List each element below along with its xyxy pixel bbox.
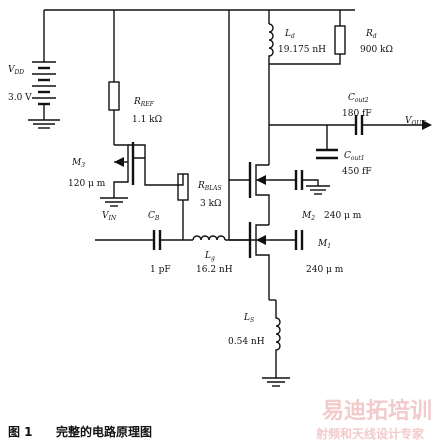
cb-capacitor xyxy=(152,230,162,250)
rd-label: Rd xyxy=(365,29,377,40)
ls-value: 0.54 nH xyxy=(228,337,265,347)
ls-label: LS xyxy=(243,313,254,324)
ld-value: 19.175 nH xyxy=(278,45,326,55)
vdd-battery-symbol xyxy=(32,61,56,120)
vdd-value: 3.0 V xyxy=(8,93,32,103)
cout1-value: 450 fF xyxy=(342,167,372,177)
m3-width: 120 μ m xyxy=(68,179,106,189)
m1-transistor xyxy=(229,222,270,300)
rbias-value: 3 kΩ xyxy=(200,199,222,209)
m2-transistor xyxy=(228,162,270,240)
cout2-label: Cout2 xyxy=(348,93,369,104)
rref-resistor xyxy=(108,81,120,111)
lg-inductor xyxy=(192,235,226,241)
ls-ground-symbol xyxy=(262,377,290,387)
cb-label: CB xyxy=(148,211,160,222)
figure-number: 图 1 xyxy=(8,425,33,439)
cb-value: 1 pF xyxy=(150,265,171,275)
m1-label: M1 xyxy=(317,239,331,250)
lg-label: Lg xyxy=(204,251,215,262)
m2-label: M2 xyxy=(301,211,315,222)
ld-label: Ld xyxy=(284,29,295,40)
rbias-label: RBLAS xyxy=(197,181,222,192)
m3-transistor xyxy=(113,142,184,198)
vdd-label: VDD xyxy=(8,65,24,76)
watermark-tagline: 射频和天线设计专家 xyxy=(315,426,425,441)
vout-arrow-icon xyxy=(422,120,432,130)
m1-width: 240 μ m xyxy=(306,265,344,275)
m3-label: M3 xyxy=(71,158,85,169)
watermark-brand: 易迪拓培训 xyxy=(322,398,432,424)
lg-value: 16.2 nH xyxy=(196,265,233,275)
ls-inductor xyxy=(275,300,281,378)
vdd-ground-symbol xyxy=(28,119,60,129)
cout1-label: Cout1 xyxy=(344,151,365,162)
vin-label: VIN xyxy=(102,211,117,222)
ld-inductor xyxy=(268,23,274,64)
vout-label: VOUT xyxy=(405,116,426,127)
vdd-top-rail xyxy=(43,9,355,180)
m3-ground-symbol xyxy=(100,197,128,207)
cout2-value: 180 fF xyxy=(342,109,372,119)
figure-caption: 完整的电路原理图 xyxy=(56,424,152,439)
rref-label: RREF xyxy=(133,97,155,108)
m2-bypass-capacitor xyxy=(269,170,330,195)
rref-value: 1.1 kΩ xyxy=(132,115,162,125)
cout1-capacitor xyxy=(316,148,338,160)
rd-lower-wire xyxy=(269,54,341,65)
m1-bypass-capacitor xyxy=(269,230,304,250)
rd-resistor xyxy=(334,25,346,55)
rd-value: 900 kΩ xyxy=(360,45,393,55)
m2-width: 240 μ m xyxy=(324,211,362,221)
